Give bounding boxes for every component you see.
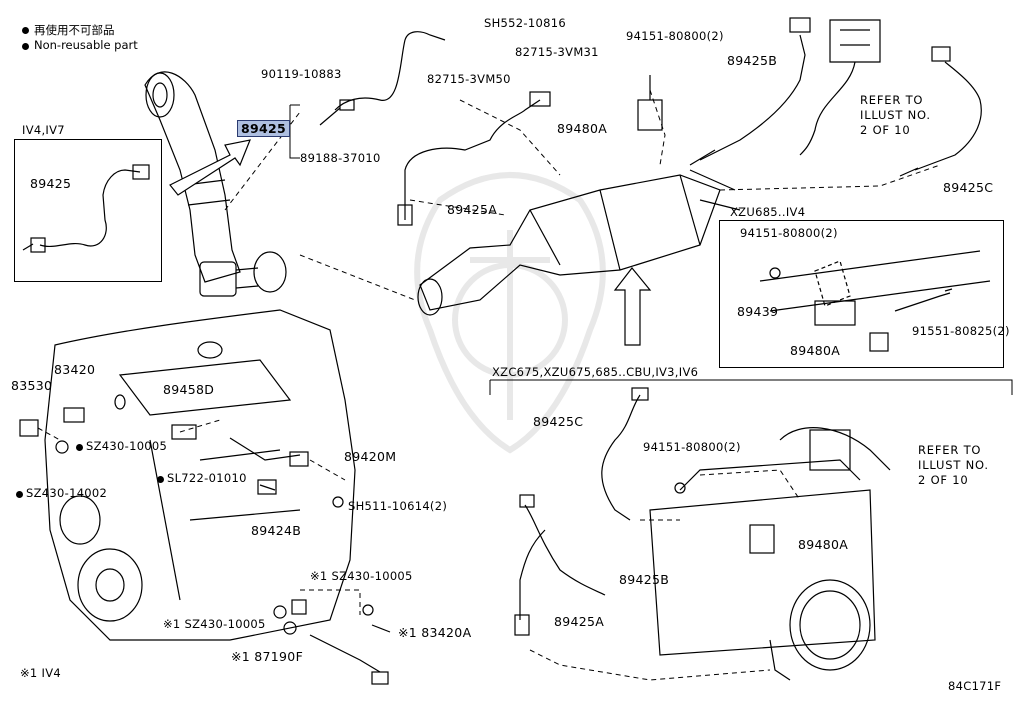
watermark-crest — [414, 172, 606, 454]
inset-left-sensor-drawing — [22, 164, 150, 253]
refer-line-3: 2 OF 10 — [860, 123, 911, 137]
part-label-94151-lower[interactable]: 94151-80800(2) — [643, 440, 741, 454]
legend-dot-1 — [22, 27, 29, 34]
legend-item-2: Non-reusable part — [34, 38, 138, 52]
inset-left-box — [14, 139, 162, 282]
part-label-82715-3vm50[interactable]: 82715-3VM50 — [427, 72, 511, 86]
refer-line-1: REFER TO — [918, 443, 982, 457]
sensors-lower — [514, 387, 891, 636]
inset-xzc-title: XZC675,XZU675,685..CBU,IV3,IV6 — [492, 365, 699, 379]
part-label-sl722[interactable]: SL722-01010 — [167, 471, 247, 485]
part-label-89425b-lower[interactable]: 89425B — [619, 572, 670, 587]
part-label-83530[interactable]: 83530 — [11, 378, 53, 393]
refer-line-2: ILLUST NO. — [918, 458, 989, 472]
part-label-83420a[interactable]: ※1 83420A — [398, 625, 472, 640]
footnote: ※1 IV4 — [20, 666, 61, 680]
sensor-89425c-top — [899, 46, 982, 177]
part-label-89425-highlighted[interactable]: 89425 — [237, 120, 290, 137]
non-reusable-dot-sl722 — [157, 476, 164, 483]
non-reusable-dot-sz430-14002 — [16, 491, 23, 498]
part-label-89425c-lower[interactable]: 89425C — [533, 414, 584, 429]
part-label-90119[interactable]: 90119-10883 — [261, 67, 342, 81]
sensor-89425-top — [319, 31, 446, 126]
engine-block — [44, 309, 356, 641]
non-reusable-dot-sz430 — [76, 444, 83, 451]
arrow-indicator-top — [169, 139, 652, 346]
part-label-89188[interactable]: 89188-37010 — [300, 151, 381, 165]
refer-line-2: ILLUST NO. — [860, 108, 931, 122]
part-label-89425b-top[interactable]: 89425B — [727, 53, 778, 68]
inset-xzu-box — [719, 220, 1004, 368]
part-label-94151-top[interactable]: 94151-80800(2) — [626, 29, 724, 43]
part-label-94151-xzu[interactable]: 94151-80800(2) — [740, 226, 838, 240]
dpf-assembly-lower — [649, 459, 876, 681]
sensor-89425a-top — [397, 91, 551, 226]
part-label-89458d[interactable]: 89458D — [163, 382, 215, 397]
inset-left-title: IV4,IV7 — [22, 123, 65, 137]
part-label-89425c-top[interactable]: 89425C — [943, 180, 994, 195]
nox-sensor-89480a-top — [637, 19, 881, 156]
inset-xzu-drawing — [759, 250, 991, 352]
part-label-sz430-14002[interactable]: SZ430-14002 — [26, 486, 108, 500]
refer-line-1: REFER TO — [860, 93, 924, 107]
inset-xzu-title: XZU685..IV4 — [730, 205, 806, 219]
callout-lines-lower — [529, 469, 801, 681]
part-label-89420m[interactable]: 89420M — [344, 449, 397, 464]
part-label-82715-3vm31[interactable]: 82715-3VM31 — [515, 45, 599, 59]
legend-item-1: 再使用不可部品 — [34, 23, 115, 37]
part-label-89424b[interactable]: 89424B — [251, 523, 302, 538]
part-label-89480a-lower[interactable]: 89480A — [798, 537, 849, 552]
dpf-assembly-top — [417, 169, 741, 316]
part-label-87190f[interactable]: ※1 87190F — [231, 649, 304, 664]
part-label-91551[interactable]: 91551-80825(2) — [912, 324, 1010, 338]
refer-line-3: 2 OF 10 — [918, 473, 969, 487]
refer-note-top: REFER TO ILLUST NO. 2 OF 10 — [860, 93, 931, 138]
part-label-89480a-xzu[interactable]: 89480A — [790, 343, 841, 358]
diagram-code: 84C171F — [948, 679, 1002, 693]
part-label-89480a-top[interactable]: 89480A — [557, 121, 608, 136]
part-label-sh511[interactable]: SH511-10614(2) — [348, 499, 448, 513]
engine-sensors — [19, 394, 391, 685]
refer-note-lower: REFER TO ILLUST NO. 2 OF 10 — [918, 443, 989, 488]
front-exhaust-pipe — [144, 71, 287, 297]
sensor-89425b-top — [689, 17, 811, 166]
inset-left-part[interactable]: 89425 — [30, 176, 72, 191]
part-label-sh552[interactable]: SH552-10816 — [484, 16, 566, 30]
callout-lines-engine — [37, 419, 361, 615]
part-label-89439[interactable]: 89439 — [737, 304, 779, 319]
part-label-sz430-10005-c[interactable]: ※1 SZ430-10005 — [163, 617, 266, 631]
part-label-sz430-10005[interactable]: SZ430-10005 — [86, 439, 168, 453]
part-label-sz430-10005-b[interactable]: ※1 SZ430-10005 — [310, 569, 413, 583]
legend-dot-2 — [22, 43, 29, 50]
part-label-83420[interactable]: 83420 — [54, 362, 96, 377]
part-label-89425a-lower[interactable]: 89425A — [554, 614, 605, 629]
part-label-89425a-top[interactable]: 89425A — [447, 202, 498, 217]
